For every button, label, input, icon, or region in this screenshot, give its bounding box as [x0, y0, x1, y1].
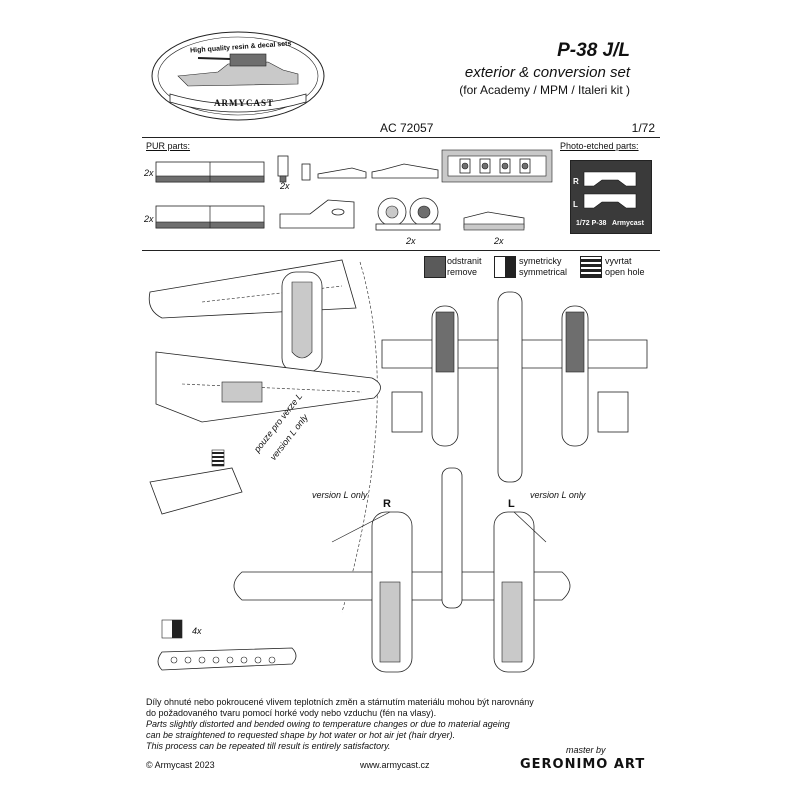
pe-caption: 1/72 P-38	[576, 220, 607, 227]
pur-parts-drawing	[155, 149, 553, 231]
pe-mark-l: L	[573, 200, 578, 209]
note-cz-2: do požadovaného tvaru pomocí horké vody …	[146, 708, 437, 718]
copyright: © Armycast 2023	[146, 760, 215, 770]
master-brand: GERONIMO ART	[520, 757, 646, 772]
pur-parts-label: PUR parts:	[146, 141, 191, 151]
legend-hole-cz: vyvrtat	[605, 256, 632, 266]
logo-brand: ARMYCAST	[214, 98, 275, 108]
qty-louvre: 4x	[192, 626, 202, 636]
note-en-1: Parts slightly distorted and bended owin…	[146, 719, 510, 729]
legend-hole-swatch	[580, 256, 602, 278]
qty-tail-part: 2x	[494, 236, 504, 246]
aircraft-front-view	[233, 467, 571, 673]
version-l-only-left: version L only	[312, 490, 368, 500]
note-cz-1: Díly ohnuté nebo pokroucené vlivem teplo…	[146, 697, 534, 707]
legend-remove-swatch	[424, 256, 446, 278]
legend-remove-cz: odstranit	[447, 256, 482, 266]
armycast-logo	[151, 31, 325, 121]
note-en-3: This process can be repeated till result…	[146, 741, 391, 751]
legend-hole-en: open hole	[605, 267, 645, 277]
page-subtitle: exterior & conversion set	[464, 64, 630, 81]
divider-top	[142, 137, 660, 138]
pe-brand: Armycast	[612, 220, 644, 227]
legend-symmetrical-en: symmetrical	[519, 267, 568, 277]
mark-l: L	[508, 498, 515, 510]
handling-notes: Díly ohnuté nebo pokroucené vlivem teplo…	[146, 697, 656, 752]
version-l-only-right: version L only	[530, 490, 586, 500]
qty-small-part: 2x	[280, 181, 290, 191]
divider-mid	[142, 250, 660, 251]
page-title: P-38 J/L	[557, 40, 630, 61]
pe-parts-label: Photo-etched parts:	[560, 141, 639, 151]
note-en-2: can be straightened to requested shape b…	[146, 730, 456, 740]
qty-boom-lower: 2x	[144, 214, 154, 224]
legend-symmetrical-cz: symetricky	[519, 256, 562, 266]
kit-compatibility: (for Academy / MPM / Italeri kit )	[459, 83, 630, 97]
qty-wheels: 2x	[406, 236, 416, 246]
pe-fret-parts	[583, 171, 637, 209]
qty-boom-upper: 2x	[144, 168, 154, 178]
legend-symmetrical-swatch	[494, 256, 516, 278]
assembly-diagram	[148, 259, 648, 673]
aircraft-top-view	[381, 291, 648, 483]
legend-remove-en: remove	[447, 267, 478, 277]
scale-label: 1/72	[631, 121, 655, 135]
product-code: AC 72057	[380, 121, 434, 135]
website[interactable]: www.armycast.cz	[360, 760, 430, 770]
pe-mark-r: R	[573, 177, 579, 186]
master-by-label: master by	[566, 745, 606, 755]
mark-r: R	[383, 498, 391, 510]
